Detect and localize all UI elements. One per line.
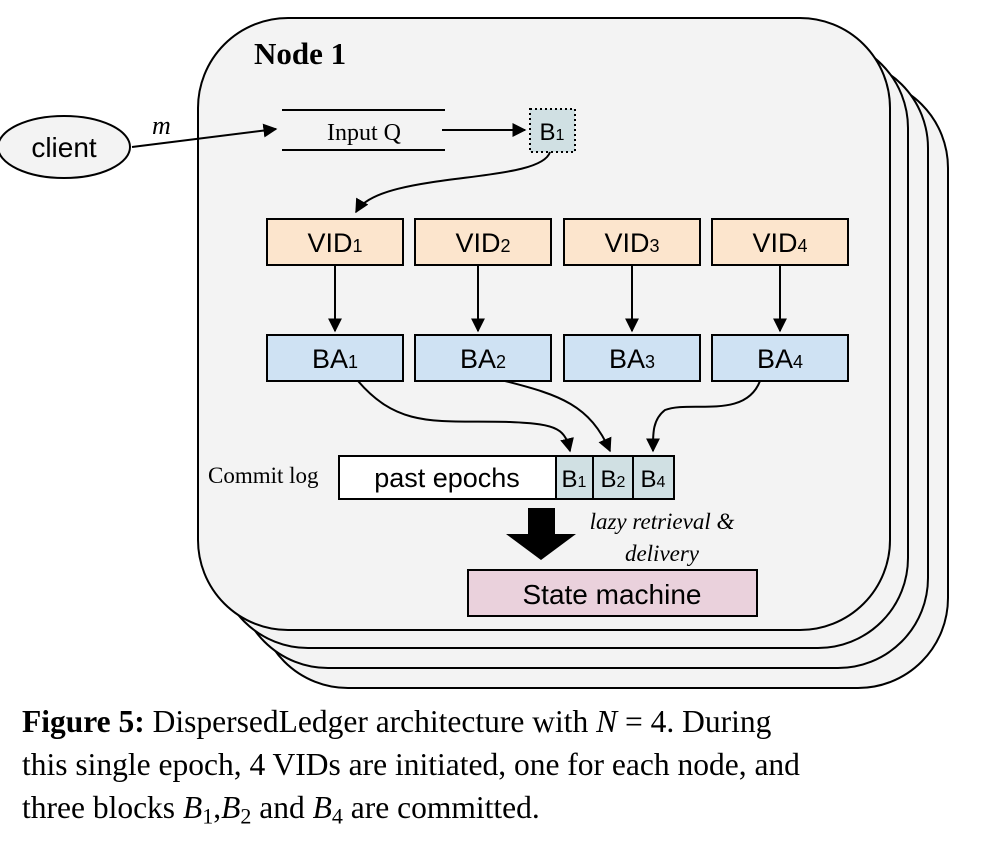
client-label: client	[31, 132, 97, 163]
vid-boxes: VID1 VID2 VID3 VID4	[266, 218, 849, 266]
ba-box-3-label: BA3	[609, 344, 655, 374]
caption-line-2: this single epoch, 4 VIDs are initiated,…	[22, 747, 800, 782]
ba-box-4-label: BA4	[757, 344, 803, 374]
vid-box-2	[414, 218, 552, 266]
vid-box-4-label: VID4	[752, 228, 807, 258]
ba-boxes: BA1 BA2 BA3 BA4	[266, 334, 849, 382]
state-machine-label: State machine	[523, 579, 702, 610]
committed-block-1-label: B1	[562, 466, 587, 493]
ba-box-2	[414, 334, 552, 382]
lazy-label-line1: lazy retrieval &	[590, 509, 735, 534]
ba-box-1	[266, 334, 404, 382]
committed-block-4	[632, 455, 675, 500]
block-to-vid1-arrow	[355, 151, 551, 214]
committed-block-2	[592, 455, 634, 500]
ba-box-3	[563, 334, 701, 382]
client-ellipse	[0, 115, 131, 179]
vid-box-1-label: VID1	[307, 228, 362, 258]
node-title: Node 1	[254, 36, 346, 71]
input-block	[529, 108, 576, 153]
caption-figure-label: Figure 5:	[22, 704, 145, 739]
message-arrow	[131, 123, 278, 148]
state-machine-box	[467, 569, 758, 617]
ba-box-4	[711, 334, 849, 382]
message-label: m	[152, 111, 171, 140]
ba1-to-commit-arrow	[357, 380, 574, 453]
input-block-label: B1	[540, 119, 565, 146]
input-queue-label: Input Q	[327, 120, 401, 146]
figure-caption: Figure 5: DispersedLedger architecture w…	[22, 700, 982, 829]
committed-block-1	[555, 455, 594, 500]
vid-box-2-label: VID2	[455, 228, 510, 258]
vid-box-1	[266, 218, 404, 266]
ba2-to-commit-arrow	[504, 380, 612, 453]
vid-box-3-label: VID3	[604, 228, 659, 258]
ba4-to-commit-arrow	[645, 380, 761, 453]
caption-line-1: Figure 5: DispersedLedger architecture w…	[22, 704, 772, 739]
commit-log-label: Commit log	[208, 463, 319, 488]
committed-block-2-label: B2	[601, 466, 626, 493]
ba-box-1-label: BA1	[312, 344, 358, 374]
past-epochs-label: past epochs	[374, 463, 520, 493]
lazy-label-line2: delivery	[625, 541, 700, 566]
caption-line-3: three blocks B1,B2 and B4 are committed.	[22, 790, 540, 829]
committed-block-4-label: B4	[641, 466, 666, 493]
ba-box-2-label: BA2	[460, 344, 506, 374]
vid-box-3	[563, 218, 701, 266]
delivery-arrow	[506, 508, 576, 560]
